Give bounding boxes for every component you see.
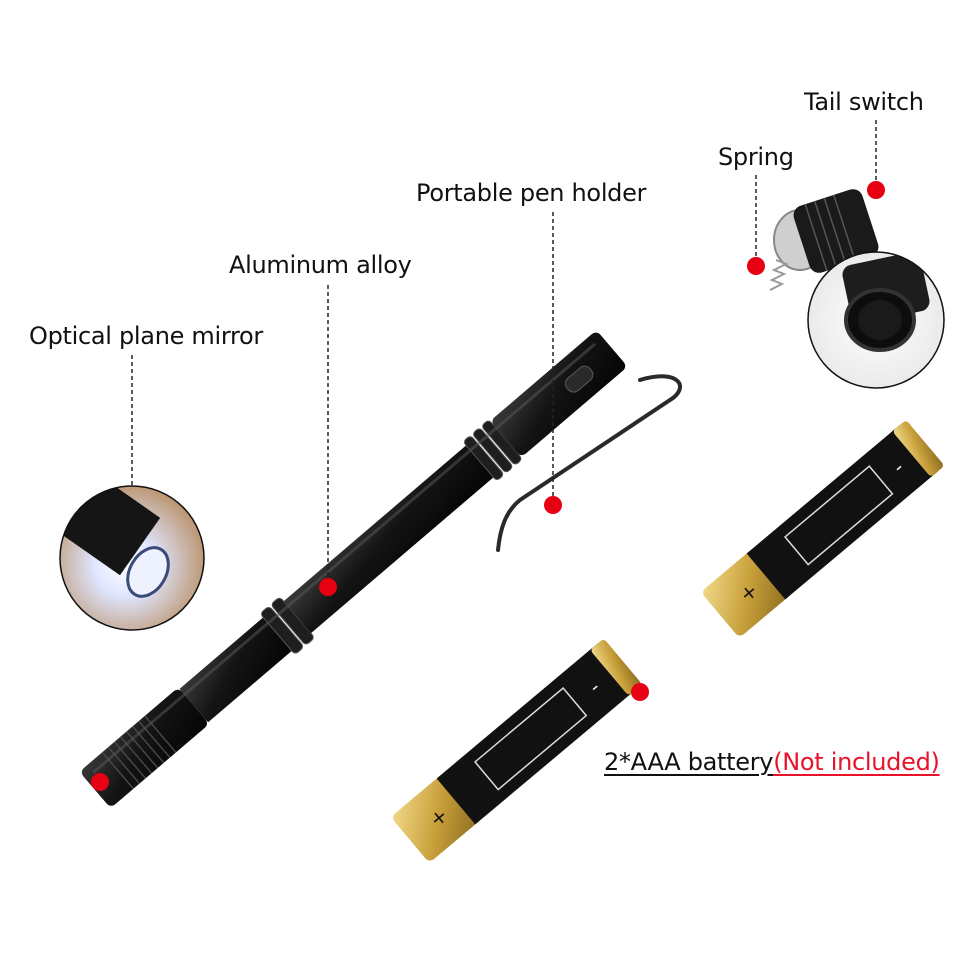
dot-spring [747, 257, 765, 275]
dot-tail-switch [867, 181, 885, 199]
dot-head [91, 773, 109, 791]
spring-coil [769, 259, 789, 291]
tail-cap [769, 189, 879, 291]
label-spring: Spring [718, 143, 794, 171]
label-optical-plane-mirror: Optical plane mirror [29, 322, 264, 350]
battery-label-note: (Not included) [773, 748, 940, 776]
battery-1: + - [703, 421, 943, 636]
battery-2: + - [393, 639, 641, 861]
callout-dots [91, 181, 885, 791]
label-aluminum-alloy: Aluminum alloy [229, 251, 412, 279]
pocket-clip [496, 374, 682, 552]
dot-battery [631, 683, 649, 701]
label-portable-pen-holder: Portable pen holder [416, 179, 647, 207]
battery-label-main: 2*AAA battery [604, 748, 774, 776]
led-closeup-inset [59, 485, 205, 631]
dot-pen-holder [544, 496, 562, 514]
dot-aluminum-alloy [319, 578, 337, 596]
tailcap-closeup-inset [807, 251, 945, 389]
leader-lines [131, 120, 877, 579]
battery-label: 2*AAA battery(Not included) [604, 748, 940, 776]
label-tail-switch: Tail switch [804, 88, 924, 116]
